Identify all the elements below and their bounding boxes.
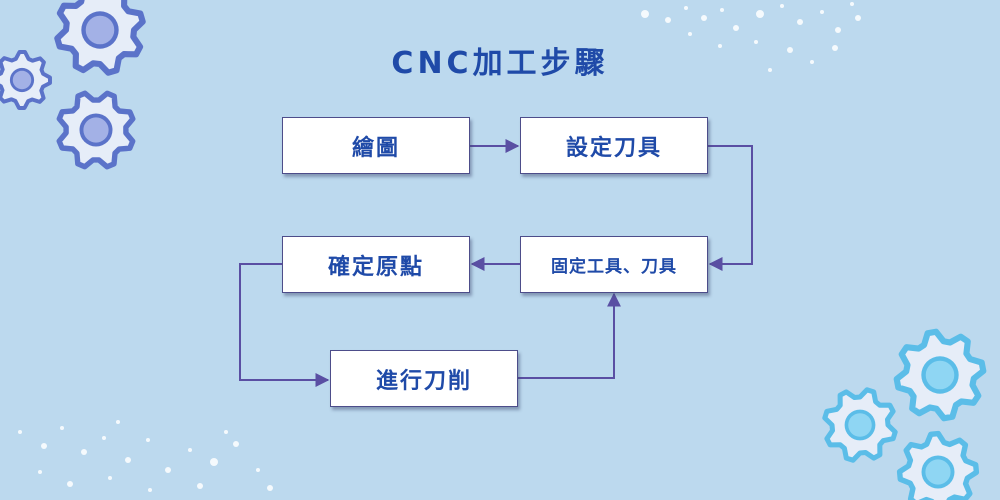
confetti-dot (67, 481, 73, 487)
confetti-dot (165, 467, 171, 473)
confetti-dot (18, 430, 22, 434)
step-fix-tool: 固定工具、刀具 (520, 236, 708, 293)
confetti-dot (146, 438, 150, 442)
confetti-dot (197, 483, 203, 489)
confetti-dot (850, 2, 854, 6)
confetti-dots (18, 2, 861, 492)
gear-icon (822, 387, 898, 463)
confetti-dot (733, 25, 739, 31)
confetti-dot (665, 17, 671, 23)
arrow-cut-to-fix-tool (518, 292, 621, 379)
step-draw: 繪圖 (282, 117, 470, 174)
confetti-dot (125, 457, 131, 463)
confetti-dot (60, 426, 64, 430)
confetti-dot (820, 10, 824, 14)
confetti-dot (81, 449, 87, 455)
arrow-origin-to-cut (239, 263, 330, 387)
confetti-dot (267, 485, 273, 491)
confetti-dot (768, 68, 772, 72)
confetti-dot (41, 443, 47, 449)
confetti-dot (835, 27, 841, 33)
confetti-dot (855, 15, 861, 21)
confetti-dot (780, 4, 784, 8)
gear-icon (896, 430, 980, 500)
confetti-dot (148, 488, 152, 492)
confetti-dot (224, 430, 228, 434)
confetti-dot (256, 468, 260, 472)
confetti-dot (102, 436, 106, 440)
confetti-dot (701, 15, 707, 21)
confetti-dot (754, 40, 758, 44)
confetti-dot (108, 476, 112, 480)
diagram-title: CNC加工步驟 (391, 46, 609, 81)
confetti-dot (718, 44, 722, 48)
step-set-tool: 設定刀具 (520, 117, 708, 174)
gear-icon (0, 50, 52, 110)
confetti-dot (38, 470, 42, 474)
gear-icon (54, 0, 146, 76)
step-cut: 進行刀削 (330, 350, 518, 407)
confetti-dot (810, 60, 814, 64)
confetti-dot (720, 8, 724, 12)
confetti-dot (210, 458, 218, 466)
confetti-dot (641, 10, 649, 18)
confetti-dot (188, 448, 192, 452)
confetti-dot (756, 10, 764, 18)
gear-icon (893, 328, 987, 422)
confetti-dot (233, 441, 239, 447)
confetti-dot (797, 19, 803, 25)
step-origin: 確定原點 (282, 236, 470, 293)
confetti-dot (116, 420, 120, 424)
confetti-dot (688, 32, 692, 36)
confetti-dot (832, 45, 838, 51)
confetti-dot (684, 6, 688, 10)
arrow-set-tool-to-fix-tool (708, 145, 753, 271)
gear-icon (56, 90, 136, 170)
confetti-dot (787, 47, 793, 53)
